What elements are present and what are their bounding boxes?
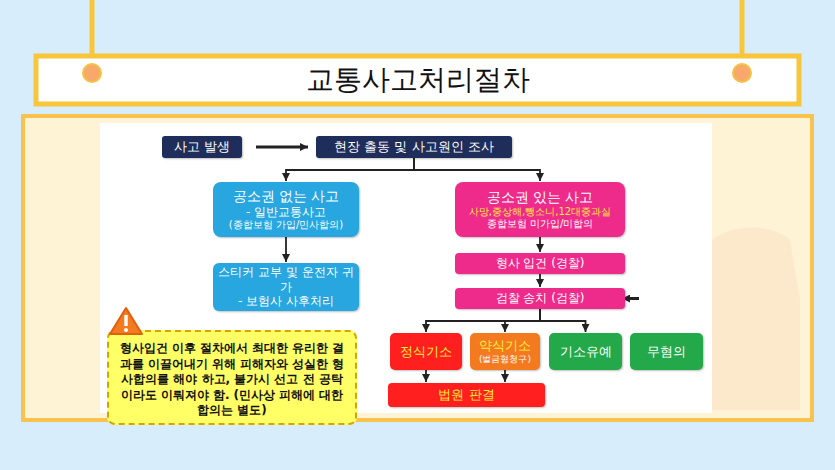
box-label: 공소권 없는 사고 xyxy=(233,188,340,205)
content-panel xyxy=(23,116,812,420)
box-label: 사고 발생 xyxy=(174,139,230,155)
process-box: 형사 입건 (경찰) xyxy=(455,253,625,274)
flow-arrow xyxy=(426,309,540,332)
outcome-box: 기소유예 xyxy=(549,333,622,370)
flow-arrow xyxy=(539,237,541,252)
box-label: 법원 판결 xyxy=(438,387,494,403)
flow-arrow xyxy=(425,370,427,382)
flow-arrow xyxy=(414,158,540,181)
box-label: 약식기소 xyxy=(479,338,531,354)
box-sublabel: (벌금형청구) xyxy=(479,354,531,365)
box-label: 현장 출동 및 사고원인 조사 xyxy=(334,139,494,155)
box-label: 무혐의 xyxy=(647,344,686,360)
box-sublabel: (종합보험 가입/민사합의) xyxy=(229,219,343,231)
box-label: 검찰 송치 (검찰) xyxy=(496,291,585,305)
outcome-box: 무혐의 xyxy=(630,333,703,370)
flow-arrow xyxy=(505,309,540,332)
diagram-ground xyxy=(100,123,712,413)
flow-arrow xyxy=(539,274,541,287)
branch-box: 공소권 있는 사고사망,중상해,뺑소니,12대중과실종합보험 미가입/미합의 xyxy=(455,182,625,237)
warning-icon xyxy=(108,306,144,336)
flow-arrow xyxy=(622,297,639,300)
box-label: 기소유예 xyxy=(560,344,612,360)
process-box: 스티커 교부 및 운전자 귀가- 보험사 사후처리 xyxy=(213,263,359,311)
process-box: 검찰 송치 (검찰) xyxy=(455,288,625,309)
box-sublabel: - 보험사 사후처리 xyxy=(238,294,334,308)
note-callout: 형사입건 이후 절차에서 최대한 유리한 결과를 이끌어내기 위해 피해자와 성… xyxy=(107,330,357,425)
flow-arrow xyxy=(540,309,586,332)
title-banner xyxy=(36,56,799,104)
flow-arrow xyxy=(285,237,287,262)
banner-pin xyxy=(83,64,101,82)
result-box: 법원 판결 xyxy=(388,383,545,407)
outcome-box: 약식기소(벌금형청구) xyxy=(470,333,540,370)
box-label: 형사 입건 (경찰) xyxy=(496,256,585,270)
box-label: 스티커 교부 및 운전자 귀가 xyxy=(217,265,355,294)
box-label: 형사입건 이후 절차에서 최대한 유리한 결과를 이끌어내기 위해 피해자와 성… xyxy=(117,341,347,419)
hand-illustration xyxy=(712,228,800,410)
flow-arrow xyxy=(504,370,506,382)
flow-arrow xyxy=(286,158,414,181)
box-label: 정식기소 xyxy=(400,344,452,360)
outcome-box: 정식기소 xyxy=(390,333,462,370)
start-box: 사고 발생 xyxy=(162,136,242,158)
box-label: 공소권 있는 사고 xyxy=(487,189,594,206)
banner-pin xyxy=(733,64,751,82)
box-sublabel: - 일반교통사고 xyxy=(246,205,326,219)
box-sublabel: 종합보험 미가입/미합의 xyxy=(487,218,594,230)
process-box: 현장 출동 및 사고원인 조사 xyxy=(316,136,512,158)
box-sublabel: 사망,중상해,뺑소니,12대중과실 xyxy=(469,206,611,218)
branch-box: 공소권 없는 사고- 일반교통사고(종합보험 가입/민사합의) xyxy=(213,182,359,237)
page-title: 교통사고처리절차 xyxy=(40,58,795,102)
flow-arrow xyxy=(256,146,308,149)
